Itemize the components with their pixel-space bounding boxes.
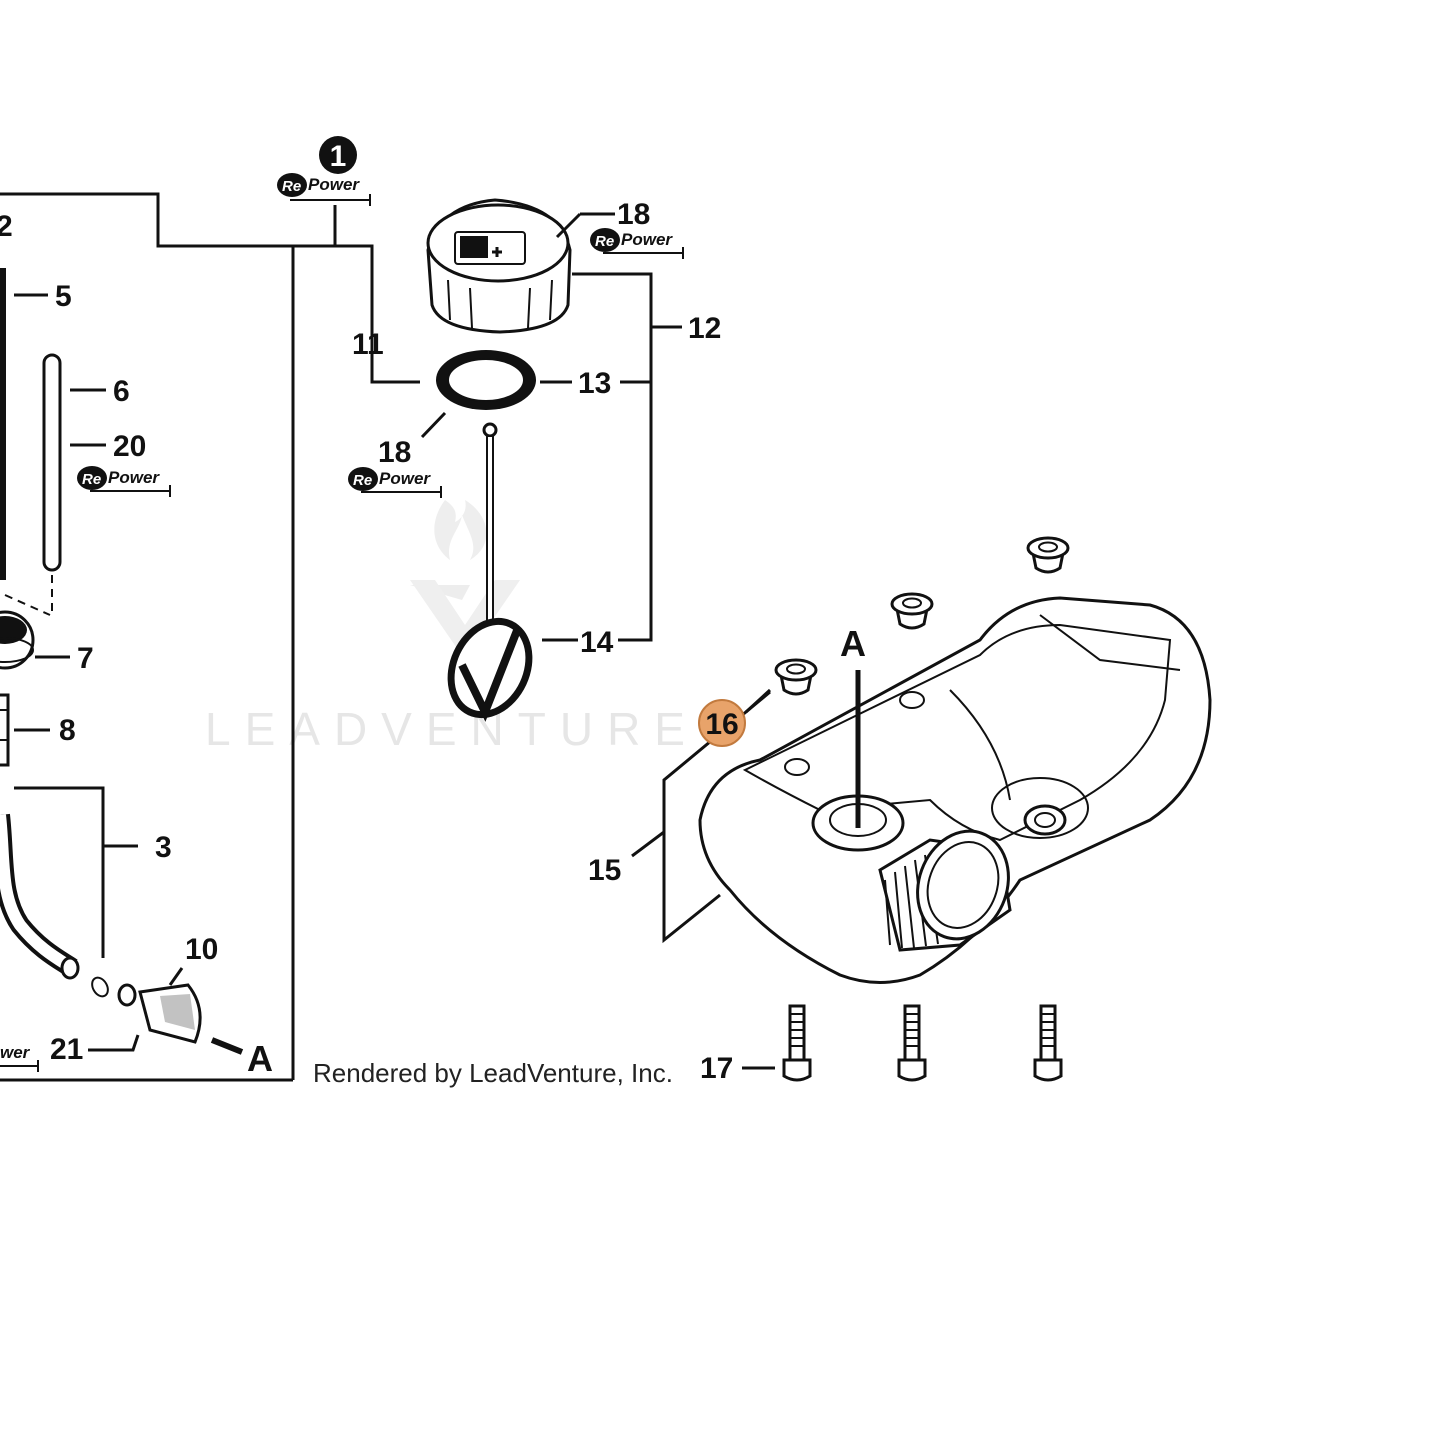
part-14-pickup-line[interactable] — [432, 422, 578, 732]
callout-15[interactable]: 15 — [588, 854, 621, 887]
watermark-flame-icon — [434, 500, 487, 560]
part-16-grommet-1[interactable] — [774, 658, 818, 696]
part-5-tube[interactable] — [0, 268, 48, 580]
callout-13[interactable]: 13 — [578, 367, 611, 400]
reference-a-tank[interactable]: A — [840, 623, 866, 664]
callout-7[interactable]: 7 — [77, 642, 94, 675]
render-credit: Rendered by LeadVenture, Inc. — [313, 1058, 673, 1088]
repower-badge-icon — [348, 467, 378, 491]
repower-badge-icon — [77, 466, 107, 490]
svg-text:Power: Power — [308, 175, 360, 194]
callout-5[interactable]: 5 — [55, 280, 72, 313]
callout-2[interactable]: 2 — [0, 210, 13, 243]
part-15-fuel-tank[interactable] — [631, 596, 1212, 984]
part-17-screw-3[interactable] — [1033, 1004, 1063, 1082]
callout-21[interactable]: 21 — [50, 1033, 83, 1066]
svg-text:Re: Re — [353, 472, 372, 489]
callout-8[interactable]: 8 — [59, 714, 76, 747]
part-7-grommet[interactable] — [0, 610, 70, 670]
callout-18-left[interactable]: 18 — [378, 436, 411, 469]
repower-badge-icon — [277, 173, 307, 197]
callout-1-badge — [319, 136, 357, 174]
callout-6[interactable]: 6 — [113, 375, 130, 408]
repower-logo-partial[interactable]: wer — [0, 1043, 39, 1072]
part-16-grommet-2[interactable] — [890, 592, 934, 630]
repower-logo-3[interactable]: Re Power — [77, 466, 171, 497]
part-8-fitting[interactable] — [0, 693, 50, 767]
callout-11[interactable]: 11 — [352, 328, 384, 361]
part-17-screw-1[interactable] — [742, 1004, 812, 1082]
svg-text:Re: Re — [595, 233, 614, 250]
callout-3[interactable]: 3 — [155, 831, 172, 864]
svg-text:Power: Power — [621, 230, 673, 249]
reference-a-left[interactable]: A — [247, 1038, 273, 1079]
svg-text:Power: Power — [108, 468, 160, 487]
part-6-rod[interactable] — [4, 353, 106, 616]
callout-16-highlight — [698, 699, 746, 747]
part-10-fuel-filter[interactable] — [88, 967, 244, 1055]
callout-18-top[interactable]: 18 — [617, 198, 650, 231]
repower-logo-1[interactable]: Re Power — [277, 173, 371, 206]
part-3-fuel-hose[interactable] — [0, 786, 138, 980]
tank-filler-neck — [878, 829, 1012, 952]
repower-badge-icon — [590, 228, 620, 252]
left-group-frame — [0, 192, 420, 1082]
part-16-grommet-3[interactable] — [1026, 536, 1070, 574]
callout-1[interactable]: 1 — [330, 140, 347, 173]
repower-logo-4[interactable]: Re Power — [348, 467, 442, 498]
svg-text:Re: Re — [82, 471, 101, 488]
part-18-fuel-cap[interactable] — [426, 198, 682, 642]
callout-20[interactable]: 20 — [113, 430, 146, 463]
callout-17[interactable]: 17 — [700, 1052, 733, 1085]
callout-10[interactable]: 10 — [185, 933, 218, 966]
watermark-text: LEADVENTURE — [205, 703, 699, 755]
callout-16[interactable]: 16 — [705, 708, 738, 741]
callout-14[interactable]: 14 — [580, 626, 614, 659]
svg-text:wer: wer — [0, 1043, 31, 1062]
repower-logo-2[interactable]: Re Power — [590, 228, 684, 259]
part-17-screw-2[interactable] — [897, 1004, 927, 1082]
svg-text:Power: Power — [379, 469, 431, 488]
watermark: LEADVENTURE — [205, 500, 699, 755]
part-13-gasket[interactable] — [420, 350, 651, 439]
svg-text:Re: Re — [282, 178, 301, 195]
callout-12[interactable]: 12 — [688, 312, 721, 345]
